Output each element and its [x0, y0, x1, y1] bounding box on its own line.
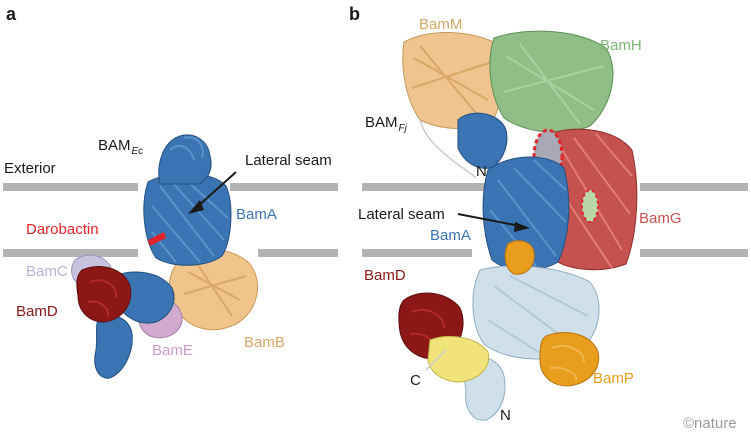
bamH-b: [489, 30, 614, 133]
membrane-lines: [3, 183, 748, 257]
nature-watermark: ©nature: [683, 415, 737, 432]
lateral-seam-label-b: Lateral seam: [358, 206, 445, 223]
membrane-b-bottom-right: [640, 249, 748, 257]
bamA-loops-a: [158, 134, 212, 185]
bamD-label-b: BamD: [364, 267, 406, 284]
bam-ec-subscript: Ec: [131, 146, 144, 157]
membrane-b-top-left: [362, 183, 485, 191]
lateral-seam-arrow-b: [457, 213, 521, 227]
yellow-helices-b: [427, 335, 490, 383]
membrane-a-top-left: [3, 183, 138, 191]
bamA-label-b: BamA: [430, 227, 471, 244]
bamC-label: BamC: [26, 263, 68, 280]
membrane-b-bottom-left: [362, 249, 472, 257]
membrane-a-bottom-left: [3, 249, 138, 257]
bamE-label: BamE: [152, 342, 193, 359]
bamA-tail-a: [94, 314, 133, 379]
n-terminus-bottom: N: [500, 407, 511, 424]
lipid-spheres-2: [581, 189, 599, 223]
bamP-b: [539, 332, 600, 387]
c-terminus: C: [410, 372, 421, 389]
bamA-nterm-b: [457, 112, 508, 169]
panel-b-label: b: [349, 4, 360, 24]
n-terminus-top: N: [476, 163, 487, 180]
exterior-label: Exterior: [4, 160, 56, 177]
lateral-seam-label-a: Lateral seam: [245, 152, 332, 169]
bamH-label: BamH: [600, 37, 642, 54]
bamG-label: BamG: [639, 210, 682, 227]
panel-a-structure: [71, 134, 258, 379]
bam-fj-subscript: Fj: [398, 123, 407, 134]
membrane-b-top-right: [640, 183, 748, 191]
cterm-line-b: [425, 349, 447, 371]
bamB-label: BamB: [244, 334, 285, 351]
bamD-label-a: BamD: [16, 303, 58, 320]
bam-ec-main: BAM: [98, 137, 131, 154]
bamA-barrel-b: [482, 156, 570, 271]
darobactin-ligand: [148, 232, 166, 246]
panel-a-label: a: [6, 4, 17, 24]
panel-b-structure: [398, 30, 638, 421]
membrane-a-bottom-right: [258, 249, 338, 257]
darobactin-label: Darobactin: [26, 221, 99, 238]
bamA-label-a: BamA: [236, 206, 277, 223]
bamM-tether: [419, 119, 477, 179]
lateral-seam-arrow-a: [195, 171, 237, 209]
bamD-a: [76, 266, 132, 323]
membrane-a-top-right: [230, 183, 338, 191]
bam-ec-label: BAMEc: [98, 137, 144, 157]
bamP-label: BamP: [593, 370, 634, 387]
bamM-label: BamM: [419, 16, 463, 33]
bam-fj-label: BAMFj: [365, 114, 407, 134]
bam-fj-main: BAM: [365, 114, 398, 131]
orange-helices-b: [504, 240, 535, 275]
